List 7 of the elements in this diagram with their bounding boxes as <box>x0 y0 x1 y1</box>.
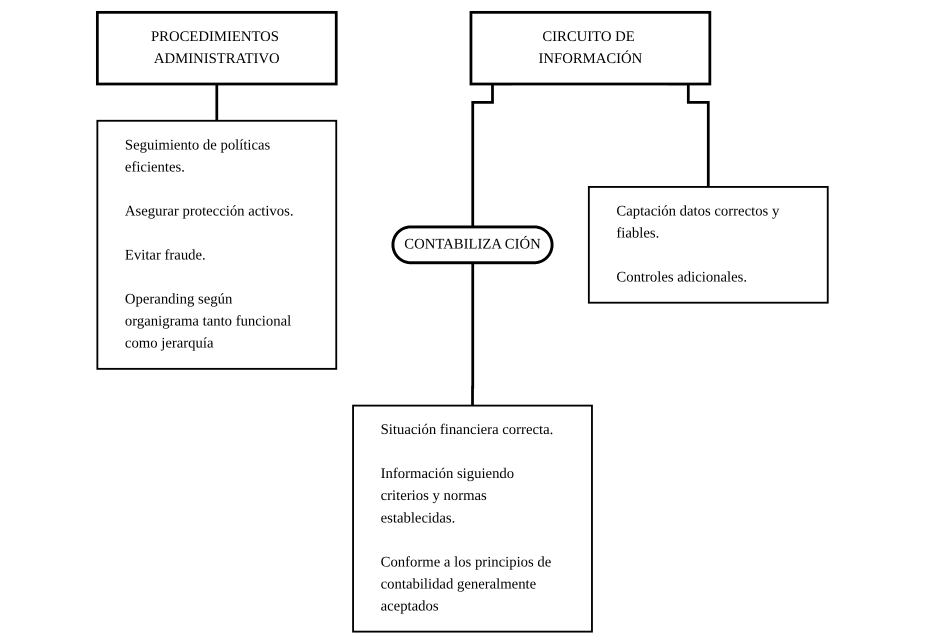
node-box: CIRCUITO DE INFORMACIÓN <box>470 10 712 86</box>
node-box: PROCEDIMIENTOS ADMINISTRATIVO <box>96 10 338 86</box>
connector <box>216 82 219 122</box>
node-box: Captación datos correctos y fiables. Controles adicionales. <box>588 186 830 304</box>
connector <box>472 262 475 407</box>
node-box: Situación financiera correcta. Información siguiendo criterios y normas establecidas. Conforme a los principios de contabilidad generalmente aceptados <box>352 404 594 633</box>
node-box: Seguimiento de políticas eficientes. Asegurar protección activos. Evitar fraude. Operanding según organigrama tanto funcional como jerarquía <box>96 120 338 370</box>
